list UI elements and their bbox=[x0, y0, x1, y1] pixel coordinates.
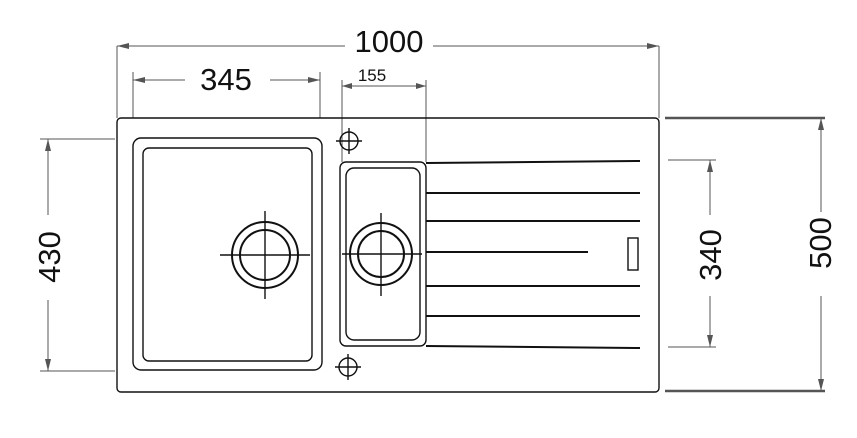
dimension-small-bowl-width: 155 bbox=[341, 66, 427, 162]
dimension-bowl-width: 345 bbox=[132, 62, 321, 118]
dimension-drainer-depth: 340 bbox=[668, 159, 728, 348]
main-bowl bbox=[132, 137, 323, 371]
dimension-label-drainer-depth: 340 bbox=[693, 229, 728, 281]
overflow-slot-icon bbox=[627, 237, 639, 271]
drainer-grooves bbox=[425, 160, 641, 349]
small-drain-icon bbox=[342, 213, 422, 296]
dimension-overall-depth: 430 bbox=[32, 138, 115, 372]
dimension-label-bowl-width: 345 bbox=[200, 62, 252, 97]
dimension-label-small-bowl-width: 155 bbox=[358, 66, 386, 85]
dimension-cabinet-depth: 500 bbox=[665, 116, 838, 393]
tap-hole-bottom-icon bbox=[335, 354, 361, 380]
tap-hole-top-icon bbox=[336, 128, 362, 154]
dimension-label-overall-width: 1000 bbox=[355, 24, 424, 59]
dimension-label-overall-depth: 430 bbox=[32, 231, 67, 283]
main-drain-icon bbox=[220, 211, 310, 299]
sink-outline bbox=[116, 117, 660, 393]
dimension-overall-width: 1000 bbox=[116, 24, 660, 118]
dimension-label-cabinet-depth: 500 bbox=[803, 217, 838, 269]
